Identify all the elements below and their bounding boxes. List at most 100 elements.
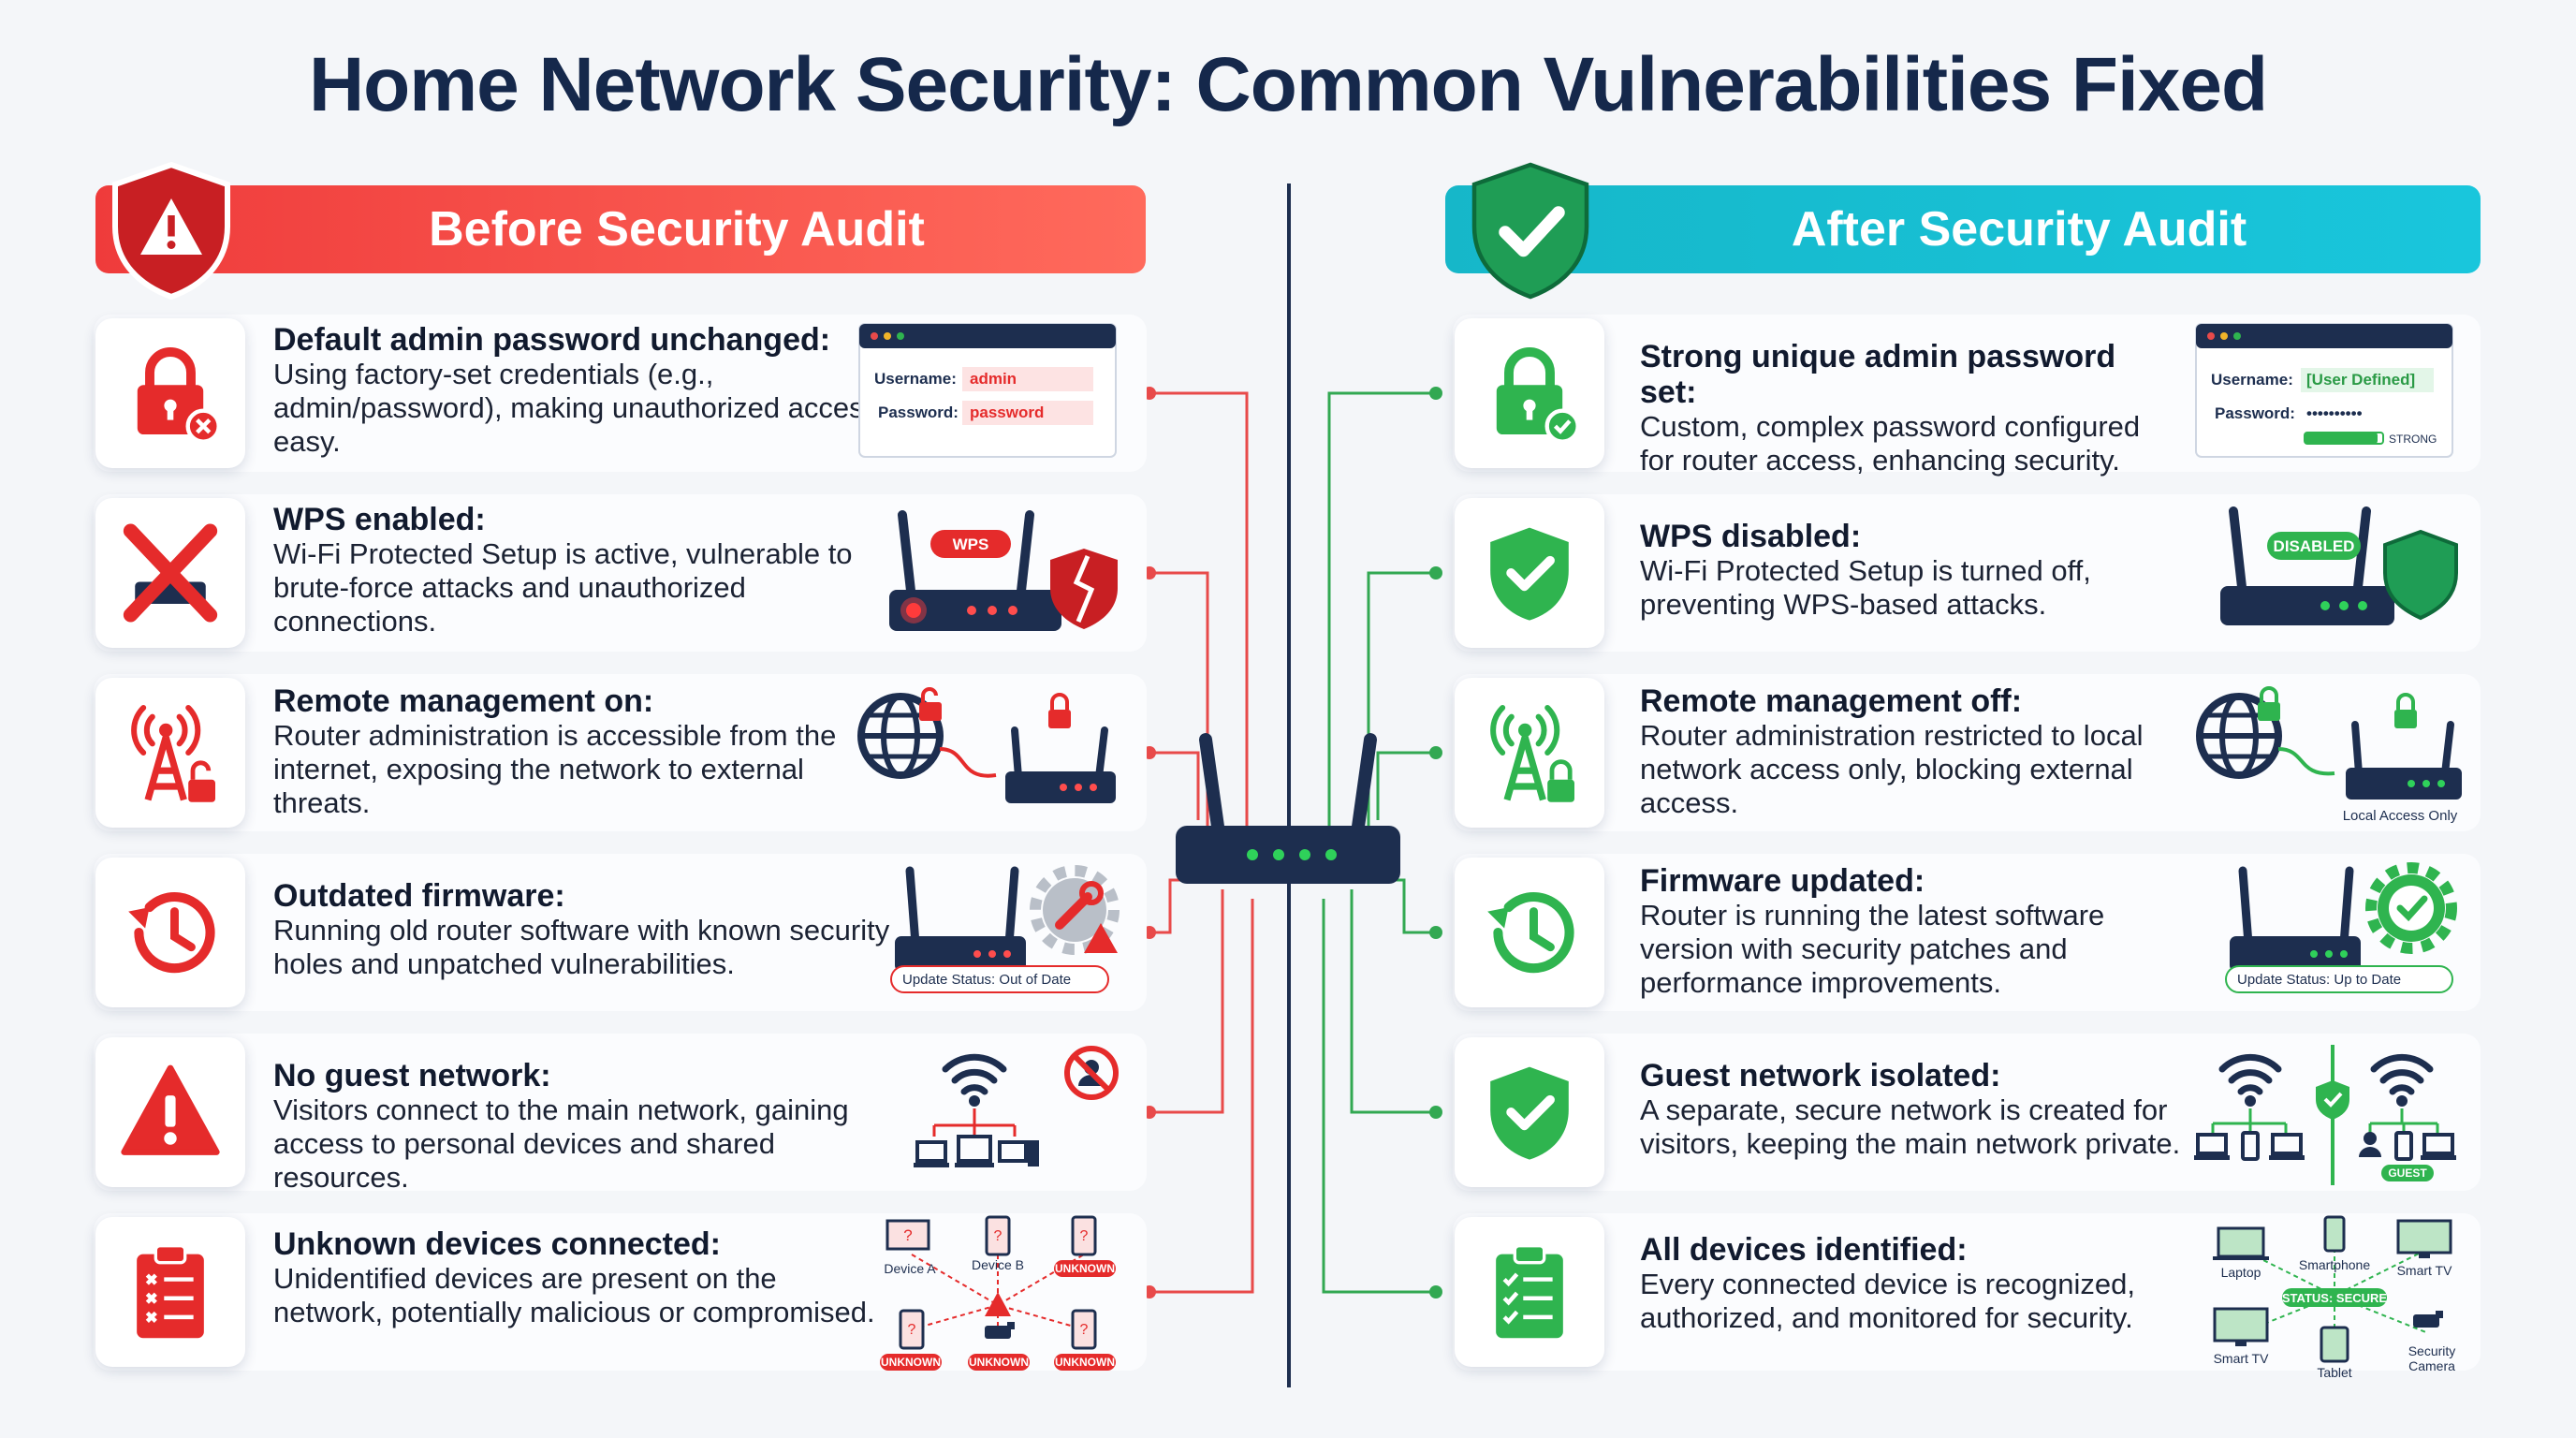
before-description-4: Running old router software with known s… — [273, 914, 890, 980]
after-text-1: Strong unique admin password set: Custom… — [1640, 339, 2164, 477]
before-text-1: Default admin password unchanged: Using … — [273, 322, 891, 459]
wps-router-illustration: WPS — [880, 506, 1123, 641]
after-heading-1: Strong unique admin password set: — [1640, 339, 2116, 410]
before-text-5: No guest network: Visitors connect to th… — [273, 1058, 891, 1195]
before-text-4: Outdated firmware: Running old router so… — [273, 878, 891, 981]
after-icon-tile-6 — [1455, 1217, 1604, 1367]
strong-password-value: •••••••••• — [2306, 404, 2363, 422]
disabled-tag: DISABLED — [2274, 537, 2355, 555]
after-description-1: Custom, complex password configured for … — [1640, 410, 2141, 477]
svg-text:?: ? — [1080, 1228, 1089, 1244]
after-description-2: Wi-Fi Protected Setup is turned off, pre… — [1640, 554, 2091, 621]
strong-password-label: Password: — [2215, 404, 2295, 422]
after-text-5: Guest network isolated: A separate, secu… — [1640, 1058, 2183, 1161]
local-access-illustration: Local Access Only — [2194, 683, 2475, 829]
svg-text:?: ? — [994, 1228, 1003, 1244]
before-item-devices — [94, 1213, 1147, 1371]
before-description-1: Using factory-set credentials (e.g., adm… — [273, 358, 879, 458]
firmware-outdated-illustration: Update Status: Out of Date — [887, 858, 1121, 1003]
before-text-3: Remote management on: Router administrat… — [273, 683, 891, 820]
smartphone-label: Smartphone — [2299, 1257, 2370, 1272]
central-router-icon — [1176, 733, 1400, 884]
unknown-tag-4: UNKNOWN — [1055, 1356, 1115, 1369]
shield-check-icon — [1490, 527, 1569, 621]
after-text-3: Remote management off: Router administra… — [1640, 683, 2164, 820]
before-description-2: Wi-Fi Protected Setup is active, vulnera… — [273, 537, 853, 638]
camera-label-1: Security — [2408, 1343, 2456, 1358]
after-description-4: Router is running the latest software ve… — [1640, 899, 2105, 999]
clock-history-icon — [1487, 891, 1574, 974]
device-b-label: Device B — [972, 1257, 1024, 1272]
after-description-3: Router administration restricted to loca… — [1640, 719, 2144, 819]
smart-tv-2-label: Smart TV — [2214, 1351, 2270, 1366]
before-heading-1: Default admin password unchanged: — [273, 322, 831, 358]
clipboard-x-icon — [137, 1244, 204, 1339]
after-description-5: A separate, secure network is created fo… — [1640, 1093, 2181, 1160]
after-icon-tile-5 — [1455, 1037, 1604, 1187]
clock-history-icon — [128, 891, 215, 974]
after-item-guest — [1453, 1034, 2481, 1191]
unknown-tag-2: UNKNOWN — [881, 1356, 941, 1369]
clipboard-check-icon — [1496, 1244, 1563, 1339]
before-text-2: WPS enabled: Wi-Fi Protected Setup is ac… — [273, 502, 891, 638]
lock-check-icon — [1496, 347, 1580, 444]
warning-icon — [121, 1064, 220, 1155]
password-strength: STRONG — [2389, 433, 2437, 446]
before-audit-header: Before Security Audit — [95, 185, 1146, 273]
open-network-illustration — [914, 1039, 1138, 1184]
laptop-label: Laptop — [2221, 1265, 2261, 1280]
before-icon-tile-6 — [95, 1217, 245, 1367]
before-icon-tile-3 — [95, 678, 245, 828]
before-heading-4: Outdated firmware: — [273, 878, 565, 914]
lock-x-icon — [137, 347, 221, 444]
unknown-tag-3: UNKNOWN — [969, 1356, 1029, 1369]
after-heading-2: WPS disabled: — [1640, 519, 1862, 554]
antenna-unlock-icon — [131, 705, 215, 802]
wps-disabled-illustration: DISABLED — [2215, 502, 2458, 638]
unknown-devices-illustration: ? Device A ? Device B ? UNKNOWN ? UNKNOW… — [871, 1211, 1142, 1385]
after-text-6: All devices identified: Every connected … — [1640, 1232, 2183, 1335]
before-heading-6: Unknown devices connected: — [273, 1226, 721, 1262]
center-divider — [1287, 183, 1291, 1387]
after-icon-tile-2 — [1455, 498, 1604, 648]
after-description-6: Every connected device is recognized, au… — [1640, 1268, 2136, 1334]
shield-check-icon — [1490, 1066, 1569, 1160]
after-heading-3: Remote management off: — [1640, 683, 2023, 719]
firmware-updated-illustration: Update Status: Up to Date — [2224, 858, 2467, 1003]
before-item-remote — [94, 674, 1147, 831]
username-value: admin — [970, 370, 1017, 388]
tablet-label: Tablet — [2317, 1365, 2351, 1380]
before-heading-2: WPS enabled: — [273, 502, 486, 537]
warning-shield-icon — [112, 161, 230, 300]
wps-tag: WPS — [953, 536, 989, 553]
after-text-4: Firmware updated: Router is running the … — [1640, 863, 2164, 1000]
username-label: Username: — [874, 370, 957, 388]
password-value: password — [970, 404, 1044, 421]
after-icon-tile-3 — [1455, 678, 1604, 828]
smart-tv-label: Smart TV — [2397, 1263, 2453, 1278]
x-router-icon — [123, 523, 218, 623]
before-icon-tile-5 — [95, 1037, 245, 1187]
svg-text:?: ? — [908, 1322, 916, 1338]
remote-access-illustration — [856, 683, 1127, 819]
camera-label-2: Camera — [2408, 1358, 2455, 1373]
before-text-6: Unknown devices connected: Unidentified … — [273, 1226, 891, 1329]
strong-username-label: Username: — [2211, 371, 2293, 389]
page-title: Home Network Security: Common Vulnerabil… — [308, 42, 2268, 127]
before-icon-tile-1 — [95, 318, 245, 468]
identified-devices-illustration: Laptop Smartphone Smart TV STATUS: SECUR… — [2203, 1211, 2475, 1385]
before-icon-tile-2 — [95, 498, 245, 648]
secure-status-tag: STATUS: SECURE — [2282, 1291, 2388, 1305]
svg-text:?: ? — [1080, 1322, 1089, 1338]
after-icon-tile-4 — [1455, 858, 1604, 1007]
before-header-label: Before Security Audit — [429, 202, 925, 257]
after-heading-4: Firmware updated: — [1640, 863, 1925, 899]
login-panel-strong: Username: [User Defined] Password: •••••… — [2194, 322, 2454, 463]
unknown-tag-1: UNKNOWN — [1055, 1262, 1115, 1275]
before-description-6: Unidentified devices are present on the … — [273, 1262, 875, 1328]
before-description-3: Router administration is accessible from… — [273, 719, 837, 819]
before-heading-3: Remote management on: — [273, 683, 654, 719]
local-access-label: Local Access Only — [2343, 808, 2458, 824]
update-status-current: Update Status: Up to Date — [2237, 972, 2401, 988]
